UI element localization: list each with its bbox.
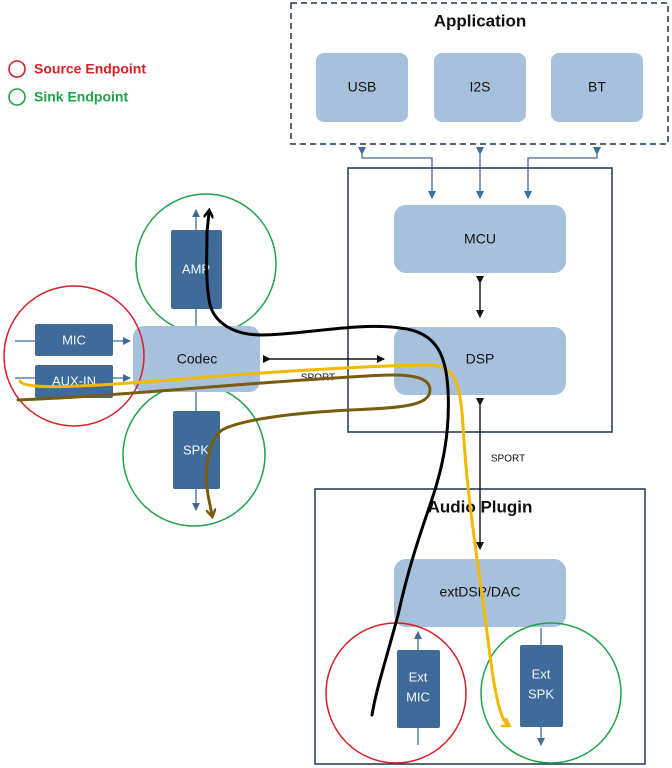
bt-block	[551, 53, 643, 122]
usb-block	[316, 53, 408, 122]
amp-label: AMP	[182, 261, 210, 276]
spk-label: SPK	[183, 442, 209, 457]
codec-label: Codec	[177, 351, 217, 367]
aux-in-block	[35, 365, 113, 398]
codec-group: AMP SPK Codec MIC AUX-IN SPORT	[3, 193, 385, 527]
sport-plugin-label: SPORT	[491, 454, 525, 465]
dsp-label: DSP	[466, 351, 495, 367]
ext-mic-label-line1: Ext	[409, 669, 428, 684]
core-group: MCU DSP	[347, 167, 613, 433]
source-endpoint-legend-icon	[8, 60, 26, 78]
audio-plugin-group: Audio Plugin extDSP/DAC SPORT Ext MIC Ex…	[314, 398, 646, 765]
legend: Source Endpoint Sink Endpoint	[8, 60, 146, 106]
dsp-block	[394, 327, 566, 395]
mic-label: MIC	[62, 332, 86, 347]
i2s-block	[434, 53, 526, 122]
mic-block	[35, 324, 113, 356]
i2s-label: I2S	[469, 79, 490, 95]
ext-mic-source-endpoint	[325, 622, 467, 764]
ext-mic-block	[397, 650, 440, 728]
ext-spk-sink-endpoint	[480, 622, 622, 764]
ext-spk-label-line1: Ext	[532, 666, 551, 681]
mcu-label: MCU	[464, 231, 496, 247]
application-mcu-connectors	[358, 147, 601, 199]
ext-dsp-label: extDSP/DAC	[440, 584, 521, 600]
codec-source-endpoint	[3, 285, 145, 427]
application-group: Application USB I2S BT	[290, 2, 669, 145]
ext-spk-label-line2: SPK	[528, 686, 554, 701]
source-endpoint-legend-label: Source Endpoint	[34, 61, 146, 77]
bt-mcu-connector	[524, 147, 601, 199]
application-title: Application	[434, 11, 527, 30]
mcu-block	[394, 205, 566, 273]
usb-mcu-connector	[358, 147, 436, 199]
spk-block	[173, 411, 220, 489]
ext-spk-block	[520, 645, 563, 727]
bt-label: BT	[588, 79, 606, 95]
sink-endpoint-legend-label: Sink Endpoint	[34, 89, 128, 105]
ext-mic-label-line2: MIC	[406, 689, 430, 704]
sink-endpoint-legend-icon	[8, 88, 26, 106]
usb-label: USB	[348, 79, 377, 95]
path-brown	[16, 373, 432, 515]
application-box	[290, 2, 669, 145]
ext-dsp-block	[394, 559, 566, 627]
path-black	[207, 212, 450, 717]
audio-paths	[16, 212, 508, 725]
